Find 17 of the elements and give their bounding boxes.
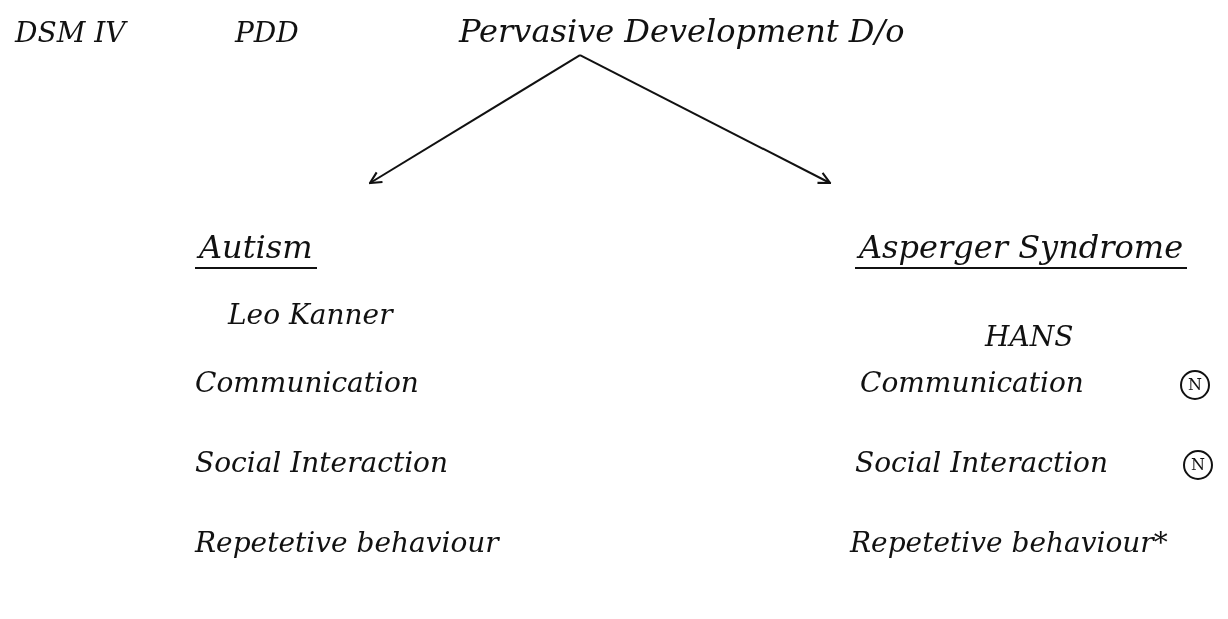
note-text: Social Interaction bbox=[195, 448, 448, 479]
note-text: Repetetive behaviour bbox=[195, 528, 499, 559]
note-text: Communication bbox=[860, 368, 1084, 399]
note-text: Social Interaction bbox=[855, 448, 1108, 479]
abbreviation-text: PDD bbox=[235, 18, 299, 49]
category-heading: Autism bbox=[195, 228, 317, 270]
note-text: HANS bbox=[985, 322, 1074, 353]
title-abbreviation: DSM IV bbox=[15, 18, 126, 49]
heading-text: Pervasive Development D/o bbox=[455, 12, 909, 52]
note-text: Repetetive behaviour* bbox=[850, 528, 1168, 559]
arrow bbox=[368, 54, 581, 185]
note-text: Leo Kanner bbox=[228, 300, 393, 331]
circled-mark: N bbox=[1183, 450, 1213, 480]
category-heading: Asperger Syndrome bbox=[855, 228, 1188, 270]
note-text: Communication bbox=[195, 368, 419, 399]
circled-mark: N bbox=[1180, 370, 1210, 400]
arrow bbox=[579, 54, 832, 185]
